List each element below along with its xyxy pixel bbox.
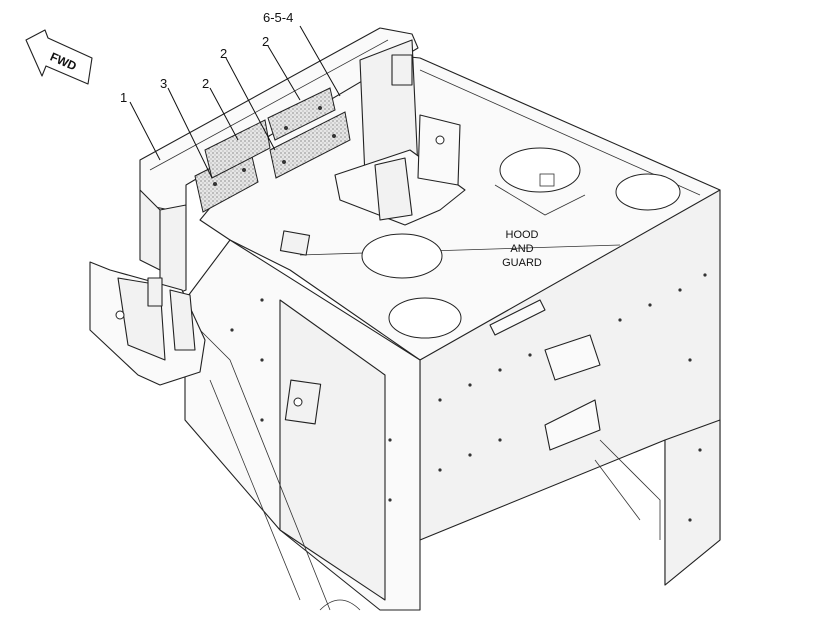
hood-guard-label: HOOD AND GUARD [502,229,542,269]
hood-left-wall [184,239,421,611]
fwd-label: FWD [48,50,79,74]
hood-right-wall [419,189,721,586]
callout-part-2-left: 2 [202,76,209,91]
region-label-line2: AND [510,243,533,255]
insulation-pad-2-lower [269,111,351,179]
opening-front [388,297,462,339]
hood-latch-strip [489,299,546,336]
opening-center [361,233,443,279]
callout-part-3: 3 [160,76,167,91]
right-mount-bracket [334,39,466,226]
callout-part-2-mid: 2 [220,46,227,61]
insulation-pad-2-left [204,119,271,179]
left-mount-bracket [89,261,206,386]
bolt-row-right [438,273,707,522]
leader-lines [129,25,341,179]
region-label-line1: HOOD [506,229,539,241]
callout-part-6-5-4: 6-5-4 [263,10,293,25]
hood-bracket-small [279,230,311,256]
opening-right [615,173,681,211]
region-label-line3: GUARD [502,257,542,269]
callout-part-2-right: 2 [262,34,269,49]
guard-rail-assembly [139,27,419,301]
callout-part-1: 1 [120,90,127,105]
access-latch [284,379,322,425]
opening-rear [499,147,581,193]
bolt-row-left [230,298,392,502]
fwd-arrow-icon: FWD [25,29,93,85]
